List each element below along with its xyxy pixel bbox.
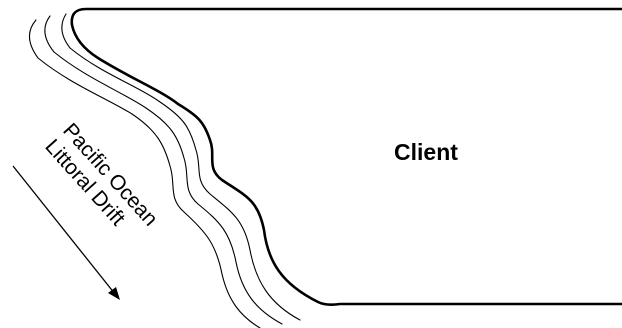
drift-label-group: Pacific Ocean Littoral Drift <box>40 119 162 231</box>
client-parcel-outline <box>70 7 622 306</box>
drift-arrow-shaft <box>12 165 116 295</box>
client-label: Client <box>394 139 458 165</box>
wave-line-outer <box>28 19 261 328</box>
drift-arrow-head <box>108 287 120 300</box>
wave-line-inner <box>61 13 301 321</box>
wave-line-middle <box>44 15 283 325</box>
